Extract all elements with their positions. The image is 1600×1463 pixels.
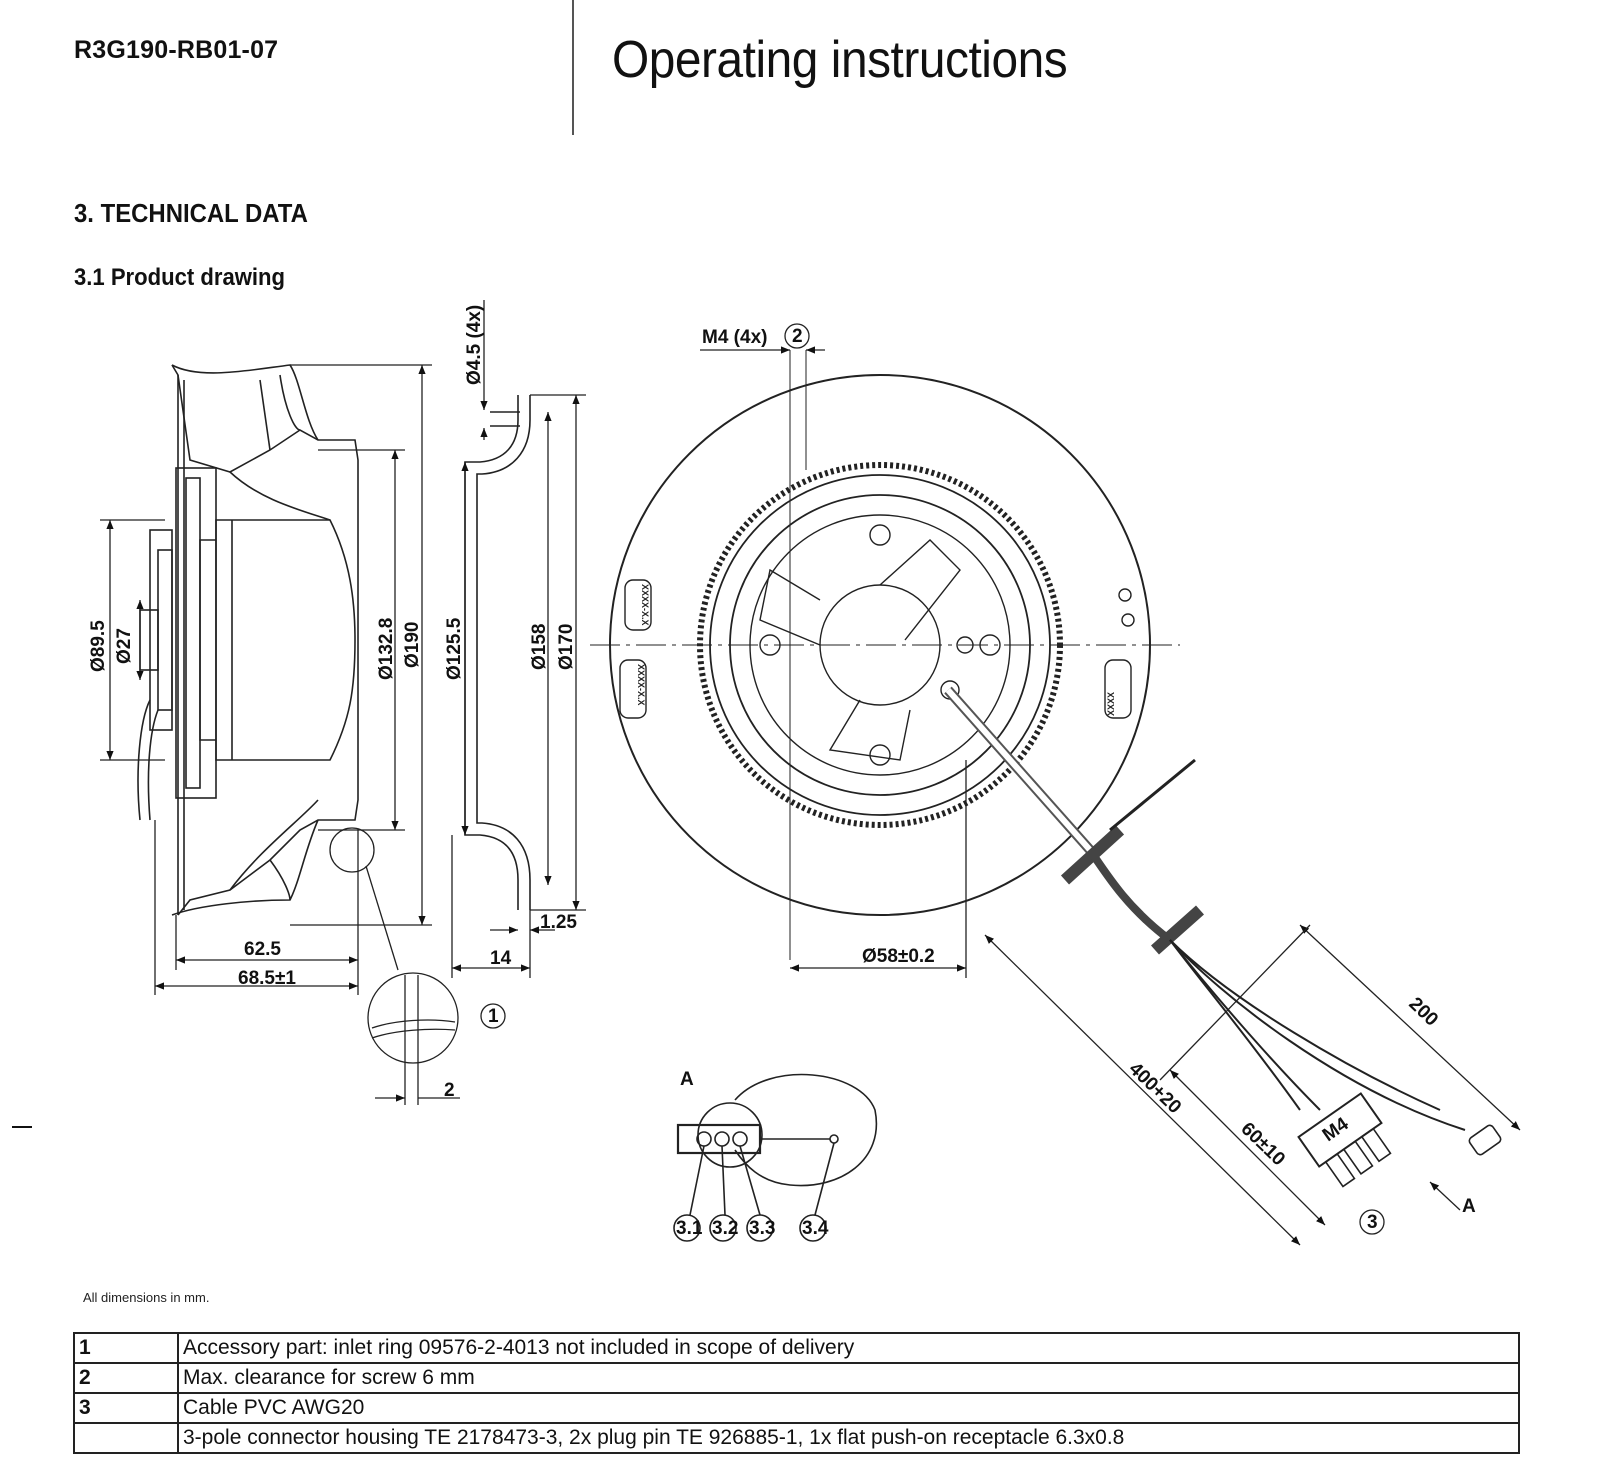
view-a-labels: A 3.1 3.2 3.3 3.4	[676, 1069, 829, 1239]
dim-1-25: 1.25	[540, 912, 577, 933]
legend-table: 1 Accessory part: inlet ring 09576-2-401…	[73, 1332, 1520, 1454]
view-arrow-a: A	[1462, 1196, 1476, 1217]
pin-3-1: 3.1	[676, 1218, 703, 1239]
side-view	[137, 364, 359, 916]
dim-14: 14	[490, 948, 512, 969]
legend-num	[73, 1422, 179, 1454]
section-heading: 3. TECHNICAL DATA	[74, 198, 308, 228]
table-row: 2 Max. clearance for screw 6 mm	[73, 1362, 1520, 1394]
pin-3-2: 3.2	[712, 1218, 738, 1239]
dimensions-note: All dimensions in mm.	[83, 1290, 210, 1305]
dim-d4-5: Ø4.5 (4x)	[464, 305, 485, 385]
view-a	[673, 1073, 878, 1242]
callout-3: 3	[1367, 1212, 1378, 1233]
legend-text: Max. clearance for screw 6 mm	[177, 1362, 1520, 1394]
front-view-dims	[700, 323, 1521, 1246]
legend-num: 1	[73, 1332, 179, 1364]
hole-label: M4 (4x)	[702, 327, 767, 348]
plate-label-3: XXXX	[1106, 692, 1116, 716]
dim-d190: Ø190	[402, 622, 423, 668]
plate-label-2: XXXX-X.X	[636, 664, 646, 706]
dim-d170: Ø170	[556, 624, 577, 670]
side-view-dims	[100, 364, 506, 1105]
dim-d89-5: Ø89.5	[88, 620, 109, 672]
front-view-labels: M4 (4x) 2 Ø58±0.2 400+20 200 60±10 M4 3 …	[636, 326, 1476, 1233]
callout-2: 2	[792, 326, 803, 347]
ring-profile-labels: Ø4.5 (4x) Ø125.5 Ø158 Ø170 1.25 14	[444, 305, 577, 969]
dim-d125-5: Ø125.5	[444, 617, 465, 680]
table-row: 1 Accessory part: inlet ring 09576-2-401…	[73, 1332, 1520, 1364]
dim-detail-2: 2	[444, 1080, 455, 1101]
table-row: 3-pole connector housing TE 2178473-3, 2…	[73, 1422, 1520, 1454]
front-view	[590, 350, 1502, 1188]
legend-text: 3-pole connector housing TE 2178473-3, 2…	[177, 1422, 1520, 1454]
subsection-heading: 3.1 Product drawing	[74, 264, 286, 291]
dim-62-5: 62.5	[244, 939, 281, 960]
dim-d27: Ø27	[114, 628, 135, 664]
dim-d132-8: Ø132.8	[376, 618, 397, 680]
dim-400: 400+20	[1125, 1058, 1186, 1118]
table-row: 3 Cable PVC AWG20	[73, 1392, 1520, 1424]
callout-1: 1	[488, 1006, 499, 1027]
ring-profile	[464, 395, 531, 910]
side-view-labels: Ø89.5 Ø27 Ø132.8 Ø190 62.5 68.5±1 1 2	[88, 618, 499, 1101]
pin-3-4: 3.4	[802, 1218, 829, 1239]
legend-num: 3	[73, 1392, 179, 1424]
dim-d158: Ø158	[529, 624, 550, 670]
view-a-title: A	[680, 1069, 694, 1090]
legend-text: Accessory part: inlet ring 09576-2-4013 …	[177, 1332, 1520, 1364]
model-number: R3G190-RB01-07	[74, 36, 279, 64]
legend-num: 2	[73, 1362, 179, 1394]
dim-d58: Ø58±0.2	[862, 946, 935, 967]
header-divider	[572, 0, 574, 135]
margin-mark	[12, 1126, 32, 1128]
dim-200: 200	[1405, 993, 1442, 1030]
plate-label-1: XXXX-X.X	[640, 584, 650, 626]
ring-profile-dims	[451, 300, 586, 978]
pin-3-3: 3.3	[749, 1218, 775, 1239]
dim-68-5: 68.5±1	[238, 968, 296, 989]
legend-text: Cable PVC AWG20	[177, 1392, 1520, 1424]
page-title: Operating instructions	[612, 31, 1068, 89]
